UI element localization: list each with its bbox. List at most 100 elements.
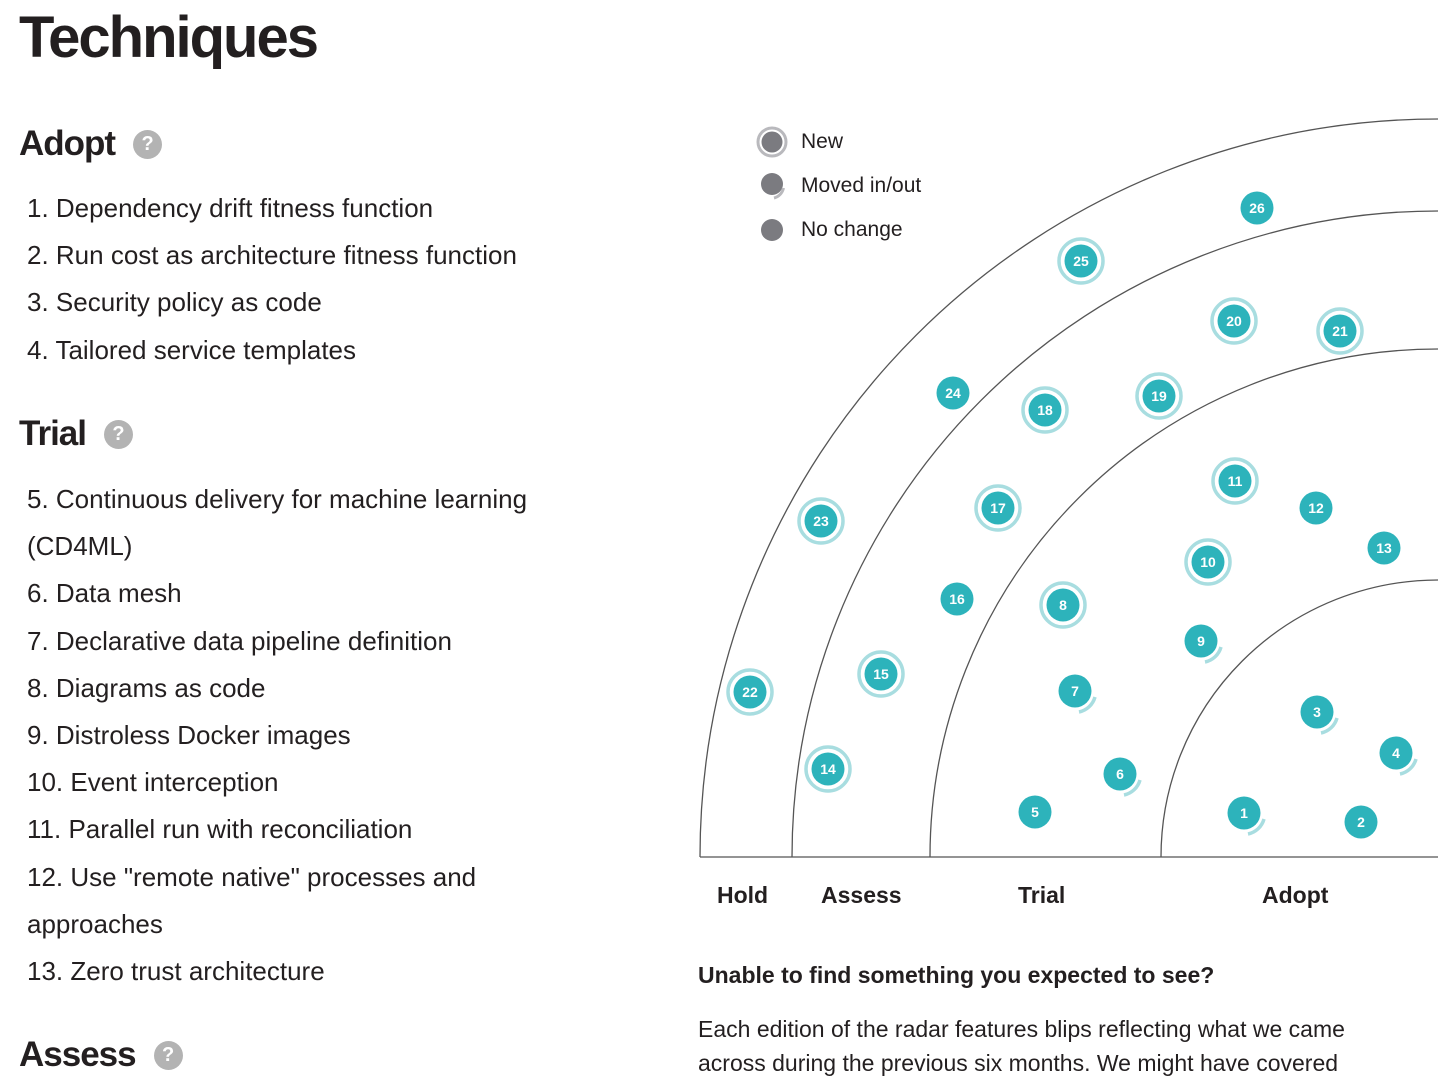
- blip-halo: [1211, 457, 1259, 505]
- blip-number: 21: [1332, 323, 1348, 339]
- help-icon[interactable]: ?: [103, 419, 133, 449]
- help-icon[interactable]: ?: [133, 129, 163, 159]
- note-title: Unable to find something you expected to…: [698, 962, 1215, 988]
- radar-blip[interactable]: 8: [1039, 581, 1087, 629]
- radar-blip[interactable]: 13: [1367, 531, 1401, 565]
- blip-dot: [864, 657, 898, 691]
- radar-blip[interactable]: 9: [1184, 624, 1223, 664]
- radar-blip[interactable]: 25: [1057, 237, 1105, 285]
- list-item[interactable]: 1. Dependency drift fitness function: [27, 193, 434, 223]
- blip-number: 12: [1308, 500, 1324, 516]
- blip-number: 20: [1226, 313, 1242, 329]
- blip-number: 9: [1197, 633, 1205, 649]
- radar-ring-arc: [1160, 579, 1439, 858]
- list-item[interactable]: 7. Declarative data pipeline definition: [27, 625, 452, 656]
- radar-blip[interactable]: 4: [1379, 736, 1418, 776]
- radar-blip[interactable]: 23: [797, 497, 845, 545]
- blip-dot: [1028, 393, 1062, 427]
- new-blip-icon: [756, 126, 788, 158]
- radar-blip[interactable]: 10: [1184, 538, 1232, 586]
- blip-halo: [1021, 386, 1069, 434]
- radar-blip[interactable]: 19: [1135, 372, 1183, 420]
- blip-halo: [1316, 307, 1364, 355]
- blip-dot: [1379, 736, 1413, 770]
- list-item[interactable]: 9. Distroless Docker images: [27, 720, 351, 751]
- blip-halo: [804, 745, 852, 793]
- blip-number: 22: [742, 684, 758, 700]
- blip-moved-arc: [1204, 646, 1223, 664]
- radar-blip[interactable]: 16: [940, 582, 974, 616]
- list-item[interactable]: 10. Event interception: [27, 767, 279, 798]
- radar-blip[interactable]: 6: [1103, 757, 1142, 797]
- blip-dot: [1018, 795, 1052, 829]
- ring-label-hold: Hold: [717, 882, 769, 908]
- radar-blip[interactable]: 17: [974, 484, 1022, 532]
- blip-number: 23: [813, 513, 829, 529]
- radar-blip[interactable]: 20: [1210, 297, 1258, 345]
- radar-blip[interactable]: 26: [1240, 191, 1274, 225]
- radar-blip[interactable]: 18: [1021, 386, 1069, 434]
- blip-number: 10: [1200, 554, 1216, 570]
- radar-blip[interactable]: 5: [1018, 795, 1052, 829]
- radar-blip[interactable]: 11: [1211, 457, 1259, 505]
- radar-blip[interactable]: 7: [1058, 674, 1097, 714]
- radar-blip[interactable]: 24: [936, 376, 970, 410]
- blip-dot: [733, 675, 767, 709]
- radar-ring-arc: [699, 118, 1439, 858]
- blip-number: 25: [1073, 253, 1089, 269]
- list-item[interactable]: 6. Data mesh: [27, 578, 182, 609]
- radar-blip[interactable]: 21: [1316, 307, 1364, 355]
- blip-moved-arc: [1320, 717, 1339, 735]
- legend-item-new: New: [755, 120, 921, 164]
- blip-number: 18: [1037, 402, 1053, 418]
- trial-heading: Trial ?: [19, 412, 133, 456]
- blip-dot: [1240, 191, 1274, 225]
- blip-number: 1: [1240, 805, 1248, 821]
- list-item[interactable]: 3. Security policy as code: [27, 287, 322, 318]
- list-item[interactable]: 12. Use "remote native" processes and ap…: [27, 861, 477, 939]
- radar-blip[interactable]: 2: [1344, 805, 1378, 839]
- legend-item-moved: Moved in/out: [755, 164, 921, 208]
- assess-heading-label: Assess: [19, 1035, 137, 1074]
- legend-label: Moved in/out: [801, 174, 922, 197]
- blip-dot: [1299, 491, 1333, 525]
- trial-heading-label: Trial: [19, 414, 87, 453]
- blip-number: 6: [1116, 766, 1124, 782]
- blip-dot: [1367, 531, 1401, 565]
- radar-blip[interactable]: 12: [1299, 491, 1333, 525]
- blip-number: 17: [990, 500, 1006, 516]
- radar-ring-arc: [929, 348, 1439, 858]
- radar-blip[interactable]: 15: [857, 650, 905, 698]
- blip-dot: [940, 582, 974, 616]
- blip-halo: [974, 484, 1022, 532]
- blip-moved-arc: [1123, 779, 1142, 797]
- radar-blip[interactable]: 22: [726, 668, 774, 716]
- no-change-blip-icon: [761, 219, 783, 241]
- list-item[interactable]: 13. Zero trust architecture: [27, 956, 325, 987]
- blip-dot: [1323, 314, 1357, 348]
- ring-label-trial: Trial: [1018, 882, 1066, 908]
- list-item[interactable]: 2. Run cost as architecture fitness func…: [27, 240, 517, 271]
- list-item[interactable]: 11. Parallel run with reconciliation: [27, 814, 413, 845]
- blip-dot: [1218, 464, 1252, 498]
- blip-number: 26: [1249, 200, 1265, 216]
- blip-number: 15: [873, 666, 889, 682]
- blip-dot: [1184, 624, 1218, 658]
- blip-dot: [1103, 757, 1137, 791]
- blip-dot: [936, 376, 970, 410]
- list-item[interactable]: 8. Diagrams as code: [27, 672, 266, 703]
- help-icon[interactable]: ?: [153, 1040, 183, 1070]
- radar-blip[interactable]: 1: [1227, 796, 1266, 836]
- note-body: Each edition of the radar features blips…: [698, 1016, 1345, 1076]
- list-item[interactable]: 4. Tailored service templates: [27, 334, 357, 365]
- radar-blip[interactable]: 3: [1300, 695, 1339, 735]
- ring-label-assess: Assess: [821, 882, 902, 908]
- blip-number: 5: [1031, 804, 1039, 820]
- legend: New Moved in/out No change: [755, 120, 921, 252]
- list-item[interactable]: 5. Continuous delivery for machine learn…: [27, 484, 528, 562]
- legend-label: No change: [801, 218, 903, 241]
- blip-halo: [1135, 372, 1183, 420]
- blip-number: 2: [1357, 814, 1365, 830]
- radar-blip[interactable]: 14: [804, 745, 852, 793]
